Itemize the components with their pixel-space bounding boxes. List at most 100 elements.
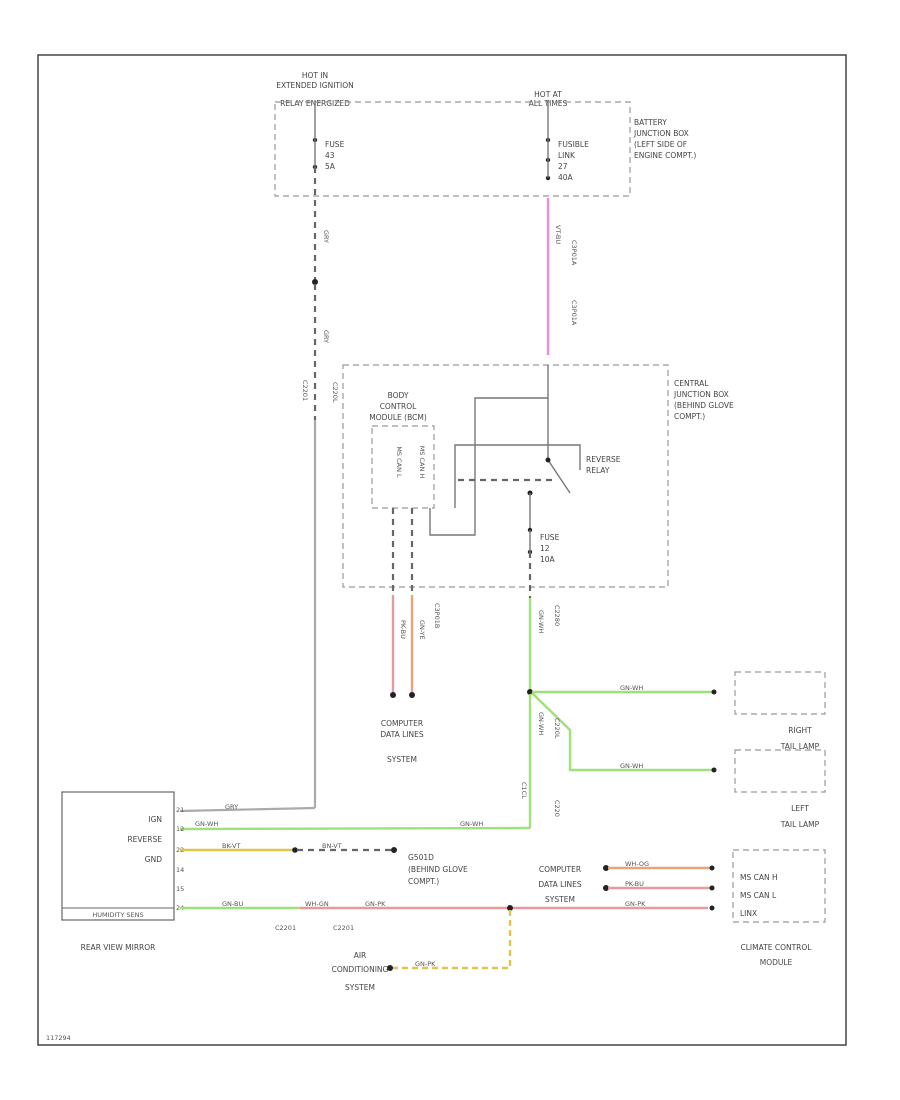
ac-wire [392,910,512,970]
right-tail-pin [711,689,717,695]
bcm-box [371,425,435,509]
wire-label-green-d: GN-WH [537,712,545,735]
wire-label-c220l-b: C220L [553,718,561,739]
data-h-end [409,692,415,698]
wire-label-gry-mid: GRY [322,330,330,343]
climate-pin-l [709,885,715,891]
wire-label-gn-pk2: GN-PK [625,900,646,908]
bcm-pin-can-h: MS CAN H [418,446,426,479]
hot-left-line2: EXTENDED IGNITION [276,81,354,90]
battery-box-line4: ENGINE COMPT.) [634,151,696,160]
relay-coil-loop [454,444,581,508]
wire-label-c2201b: C2201 [275,924,296,932]
hot-right-line1: HOT AT [534,90,562,99]
wire-label-vt-bu: VT-BU [554,225,562,244]
left-tail-wire [531,692,712,772]
left-tail-line2: TAIL LAMP [780,820,820,829]
wire-label-c1cl: C1CL [520,782,528,799]
fuse-43-line3: 5A [325,162,336,171]
wire-label-cbp-b: C3P01A [570,300,578,326]
relay-contact-arm [547,459,571,494]
ground-line3: COMPT.) [408,877,439,886]
bcm-pin-can-l: MS CAN L [395,446,403,478]
battery-box-line3: (LEFT SIDE OF [634,140,687,149]
fuse-43-line2: 43 [325,151,335,160]
battery-box-line1: BATTERY [634,118,667,127]
bcm-line2: CONTROL [380,402,417,411]
wire-label-c3p01b: C3P01B [433,603,441,628]
computer-data-bottom-label: COMPUTER DATA LINES SYSTEM [538,865,581,904]
wire-label-bk-vt: BK-VT [222,842,240,850]
left-tail-lamp-box [734,749,826,793]
central-box-label: CENTRAL JUNCTION BOX (BEHIND GLOVE COMPT… [673,379,734,421]
central-junction-box [342,364,669,588]
pin-14: 14 [176,866,184,874]
fusible-link-line4: 40A [558,173,574,182]
gnd-end [391,847,397,853]
fuse-12-line1: FUSE [540,533,560,542]
relay-pivot [545,457,551,463]
bcm-line1: BODY [388,391,409,400]
wire-label-c220l-a: C220L [331,382,339,403]
wire-label-c2201c: C2201 [333,924,354,932]
mirror-pin-numbers: 21 12 22 14 15 24 [176,806,184,912]
wire-label-brown-vt: BN-VT [322,842,342,850]
wire-label-pk-bu: PK-BU [399,620,407,639]
climate-pin-linx: LINX [740,909,757,918]
wire-label-green-c: GN-WH [620,762,643,770]
ground-line1: G501D [408,853,434,862]
relay-line1: REVERSE [586,455,621,464]
bcm-label: BODY CONTROL MODULE (BCM) [369,391,427,422]
lin-splice [507,905,513,911]
mirror-pin-reverse: REVERSE [127,835,162,844]
mirror-pin-gnd: GND [145,855,162,864]
cdl-top-line2: DATA LINES [380,730,423,739]
reverse-to-mirror-horizontal [179,826,531,831]
right-tail-line2: TAIL LAMP [780,742,820,751]
humidity-sensor-label: HUMIDITY SENS [92,911,143,919]
wire-label-gn-pk: GN-PK [365,900,386,908]
left-tail-pin [711,767,717,773]
pin-15: 15 [176,885,184,893]
ac-end [387,965,393,971]
central-box-line4: COMPT.) [674,412,705,421]
central-box-line2: JUNCTION BOX [673,390,729,399]
wire-label-wh-gn: WH-GN [305,900,329,908]
wire-label-gn-pk3: GN-PK [415,960,436,968]
wire-label-pk-bu2: PK-BU [625,880,644,888]
ign-splice [312,279,318,285]
fuse-43-line1: FUSE [325,140,345,149]
ac-line1: AIR [354,951,367,960]
wire-label-c2280: C2280 [553,605,561,626]
climate-module-line1: CLIMATE CONTROL [741,943,813,952]
pin-21: 21 [176,806,184,814]
bcm-line3: MODULE (BCM) [369,413,427,422]
cdl-bottom-line2: DATA LINES [538,880,581,889]
pin-12: 12 [176,825,184,833]
gnd-splice [292,847,298,853]
wire-label-gn-bu: GN-BU [222,900,243,908]
battery-box-label: BATTERY JUNCTION BOX (LEFT SIDE OF ENGIN… [633,118,696,160]
data-l-end [390,692,396,698]
humidity-sensor-box [61,907,175,921]
hot-left-line1: HOT IN [302,71,328,80]
central-box-line1: CENTRAL [674,379,709,388]
right-tail-line1: RIGHT [788,726,812,735]
wire-label-gry-ign: GRY [225,803,238,811]
wire-label-cbp-a: C3P01A [570,240,578,266]
climate-module-line2: MODULE [760,958,793,967]
ground-line2: (BEHIND GLOVE [408,865,468,874]
cdl-top-line3: SYSTEM [387,755,417,764]
central-box-line3: (BEHIND GLOVE [674,401,734,410]
ground-g501d-label: G501D (BEHIND GLOVE COMPT.) [408,853,468,886]
battery-junction-box [274,101,631,197]
climate-data-l-end [603,885,609,891]
battery-box-line2: JUNCTION BOX [633,129,689,138]
rear-view-mirror-label: REAR VIEW MIRROR [81,943,156,952]
wire-label-gry-top: GRY [322,230,330,243]
wire-label-green-b: GN-WH [620,684,643,692]
cdl-bottom-line1: COMPUTER [539,865,581,874]
wire-label-wh-og: WH-OG [625,860,649,868]
wire-label-green-e: GN-WH [460,820,483,828]
